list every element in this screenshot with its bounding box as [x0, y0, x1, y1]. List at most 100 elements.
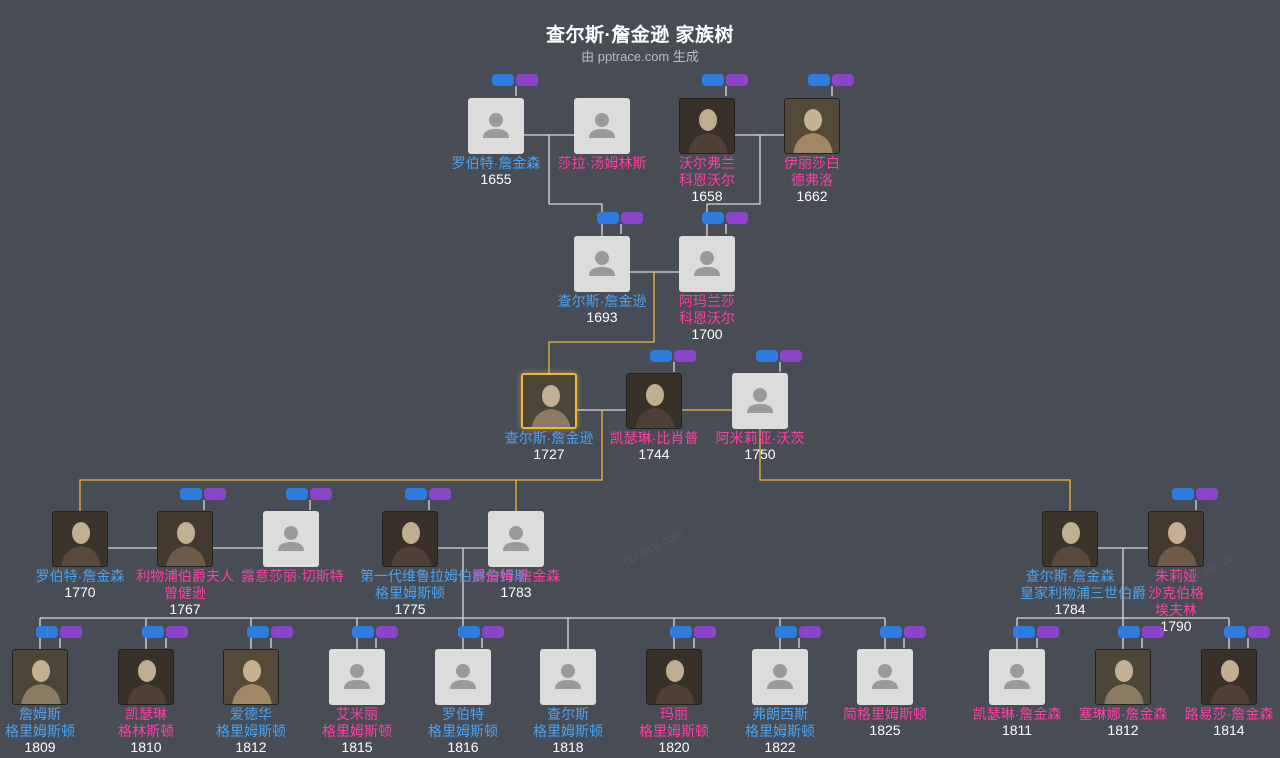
expand-descendants-button[interactable] — [271, 626, 293, 638]
person-photo[interactable] — [157, 511, 213, 567]
expand-descendants-button[interactable] — [1196, 488, 1218, 500]
expand-ancestors-button[interactable] — [808, 74, 830, 86]
expand-ancestors-button[interactable] — [1172, 488, 1194, 500]
node-action-buttons[interactable] — [702, 74, 750, 86]
expand-descendants-button[interactable] — [376, 626, 398, 638]
person-photo[interactable] — [382, 511, 438, 567]
expand-ancestors-button[interactable] — [756, 350, 778, 362]
expand-ancestors-button[interactable] — [492, 74, 514, 86]
expand-descendants-button[interactable] — [60, 626, 82, 638]
expand-descendants-button[interactable] — [726, 74, 748, 86]
node-action-buttons[interactable] — [492, 74, 540, 86]
person-photo[interactable] — [626, 373, 682, 429]
person-avatar[interactable] — [329, 649, 385, 705]
person-photo[interactable] — [646, 649, 702, 705]
node-action-buttons[interactable] — [1224, 626, 1272, 638]
expand-descendants-button[interactable] — [674, 350, 696, 362]
person-photo[interactable] — [223, 649, 279, 705]
person-avatar[interactable] — [435, 649, 491, 705]
person-avatar[interactable] — [540, 649, 596, 705]
person-avatar[interactable] — [752, 649, 808, 705]
node-action-buttons[interactable] — [756, 350, 804, 362]
person-avatar[interactable] — [574, 236, 630, 292]
expand-descendants-button[interactable] — [482, 626, 504, 638]
person-avatar[interactable] — [679, 236, 735, 292]
person-photo[interactable] — [1148, 511, 1204, 567]
expand-ancestors-button[interactable] — [775, 626, 797, 638]
person-photo[interactable] — [521, 373, 577, 429]
expand-ancestors-button[interactable] — [142, 626, 164, 638]
expand-ancestors-button[interactable] — [352, 626, 374, 638]
node-action-buttons[interactable] — [36, 626, 84, 638]
expand-ancestors-button[interactable] — [670, 626, 692, 638]
node-action-buttons[interactable] — [1118, 626, 1166, 638]
node-action-buttons[interactable] — [247, 626, 295, 638]
expand-ancestors-button[interactable] — [1013, 626, 1035, 638]
expand-ancestors-button[interactable] — [880, 626, 902, 638]
person-avatar[interactable] — [989, 649, 1045, 705]
expand-descendants-button[interactable] — [429, 488, 451, 500]
expand-descendants-button[interactable] — [621, 212, 643, 224]
node-action-buttons[interactable] — [670, 626, 718, 638]
person-avatar[interactable] — [574, 98, 630, 154]
expand-ancestors-button[interactable] — [702, 212, 724, 224]
person-avatar[interactable] — [488, 511, 544, 567]
expand-ancestors-button[interactable] — [1224, 626, 1246, 638]
node-action-buttons[interactable] — [352, 626, 400, 638]
expand-descendants-button[interactable] — [1142, 626, 1164, 638]
person-photo[interactable] — [52, 511, 108, 567]
node-action-buttons[interactable] — [650, 350, 698, 362]
person-avatar[interactable] — [857, 649, 913, 705]
node-action-buttons[interactable] — [458, 626, 506, 638]
person-node[interactable]: 露意莎丽·切斯特 — [241, 511, 344, 584]
node-action-buttons[interactable] — [180, 488, 228, 500]
node-action-buttons[interactable] — [808, 74, 856, 86]
person-photo[interactable] — [1201, 649, 1257, 705]
expand-descendants-button[interactable] — [1248, 626, 1270, 638]
person-avatar[interactable] — [732, 373, 788, 429]
node-action-buttons[interactable] — [1013, 626, 1061, 638]
node-action-buttons[interactable] — [880, 626, 928, 638]
expand-ancestors-button[interactable] — [597, 212, 619, 224]
expand-ancestors-button[interactable] — [247, 626, 269, 638]
person-photo[interactable] — [12, 649, 68, 705]
expand-descendants-button[interactable] — [799, 626, 821, 638]
expand-descendants-button[interactable] — [832, 74, 854, 86]
expand-descendants-button[interactable] — [694, 626, 716, 638]
node-action-buttons[interactable] — [405, 488, 453, 500]
node-action-buttons[interactable] — [597, 212, 645, 224]
expand-ancestors-button[interactable] — [702, 74, 724, 86]
expand-ancestors-button[interactable] — [1118, 626, 1140, 638]
person-photo[interactable] — [118, 649, 174, 705]
person-avatar[interactable] — [468, 98, 524, 154]
person-avatar[interactable] — [263, 511, 319, 567]
expand-descendants-button[interactable] — [780, 350, 802, 362]
expand-descendants-button[interactable] — [204, 488, 226, 500]
node-action-buttons[interactable] — [702, 212, 750, 224]
expand-ancestors-button[interactable] — [405, 488, 427, 500]
